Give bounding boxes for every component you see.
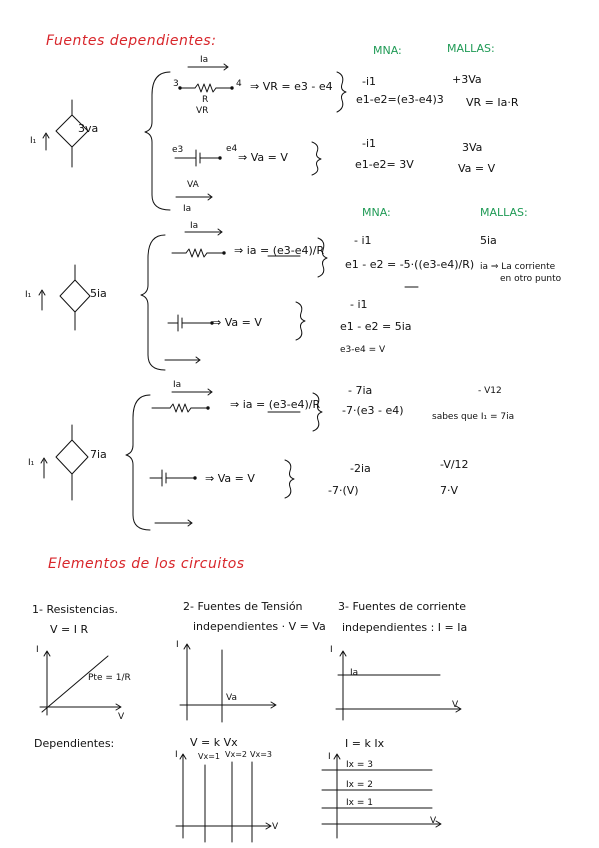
graph-dependent-voltage xyxy=(175,753,272,843)
r2-equation: ⇒ ia = (e3-e4)/R xyxy=(234,244,325,257)
elem1-axis-v: V xyxy=(118,712,125,722)
b2-mna-v-2: e1 - e2 = 5ia xyxy=(340,320,412,333)
dep-i-label-2: Ix = 2 xyxy=(346,780,373,790)
graph-current-source xyxy=(335,650,462,721)
section-title-circuit-elements: Elementos de los circuitos xyxy=(48,556,245,572)
dep-i-axis-v: V xyxy=(430,816,437,826)
source-1-value: 3va xyxy=(78,122,99,135)
brace-2 xyxy=(140,234,166,371)
vsource-3 xyxy=(149,469,197,527)
elem1-axis-i: I xyxy=(36,645,39,655)
dep-v-label-2: Vx=2 xyxy=(225,750,247,759)
b3-mallas-r-1: - V12 xyxy=(478,386,502,396)
v1-equation: ⇒ Va = V xyxy=(238,151,288,164)
dep-i-axis-i: I xyxy=(328,752,331,762)
source-3-current: I₁ xyxy=(28,458,35,468)
v1-node-left: e3 xyxy=(172,145,184,155)
elem3-axis-v: V xyxy=(452,700,459,710)
r3-current-label: Ia xyxy=(173,380,182,390)
b3-mna-r-2: -7·(e3 - e4) xyxy=(342,404,404,417)
elem3-mark: Ia xyxy=(350,668,359,678)
resistor-1 xyxy=(178,63,234,93)
elem2-subtitle: independientes · V = Va xyxy=(193,620,326,633)
b2-mna-v-3: e3-e4 = V xyxy=(340,345,386,355)
r1-equation: ⇒ VR = e3 - e4 xyxy=(250,80,333,93)
dependent-source-1 xyxy=(42,99,89,168)
b2-mallas-r-1: 5ia xyxy=(480,234,497,247)
dep-i-equation: I = k Ix xyxy=(345,737,385,750)
b3-mna-v-1: -2ia xyxy=(350,462,371,475)
elem3-subtitle: independientes : I = Ia xyxy=(342,621,468,634)
b1-mallas-v-1: 3Va xyxy=(462,141,483,154)
graph-dependent-current xyxy=(321,753,442,839)
b3-mna-r-1: - 7ia xyxy=(348,384,373,397)
b2-mallas-r-3: en otro punto xyxy=(500,274,562,284)
brace-1 xyxy=(144,71,171,211)
dependent-source-2 xyxy=(38,264,91,331)
b2-mna-v-1: - i1 xyxy=(350,298,368,311)
dep-v-equation: V = k Vx xyxy=(190,736,238,749)
dep-v-axis-i: I xyxy=(175,750,178,760)
mna-header-2: MNA: xyxy=(362,206,391,219)
b1-mna-v-1: -i1 xyxy=(362,137,377,150)
vsource-2 xyxy=(164,286,419,364)
b1-mna-v-2: e1-e2= 3V xyxy=(355,158,414,171)
b1-mallas-r-2: VR = Ia·R xyxy=(466,96,519,109)
b3-mallas-v-1: -V/12 xyxy=(440,458,469,471)
source-3-value: 7ia xyxy=(90,448,107,461)
r1-node-right: 4 xyxy=(236,79,242,89)
mallas-header: MALLAS: xyxy=(447,42,495,55)
resistor-2 xyxy=(171,228,301,258)
b2-mna-r-1: - i1 xyxy=(354,234,372,247)
b1-mna-r-1: -i1 xyxy=(362,75,377,88)
elem1-slope: Pte = 1/R xyxy=(88,673,131,683)
mallas-header-2: MALLAS: xyxy=(480,206,528,219)
v1-voltage: VA xyxy=(187,180,199,190)
elem1-title: 1- Resistencias. xyxy=(32,603,119,616)
r3-equation: ⇒ ia = (e3-e4)/R xyxy=(230,398,321,411)
dep-i-label-3: Ix = 1 xyxy=(346,798,373,808)
b1-mallas-v-2: Va = V xyxy=(458,162,496,175)
b2-mna-r-2: e1 - e2 = -5·((e3-e4)/R) xyxy=(345,258,475,271)
elem2-mark: Va xyxy=(226,693,237,703)
resistor-3 xyxy=(151,388,301,413)
b3-mallas-v-2: 7·V xyxy=(440,484,459,497)
r1-current-label: Ia xyxy=(200,55,209,65)
r2-current-label: Ia xyxy=(190,221,199,231)
section-title-dependent-sources: Fuentes dependientes: xyxy=(46,33,217,49)
graph-resistor xyxy=(39,650,122,716)
elem1-equation: V = I R xyxy=(50,623,89,636)
b3-mallas-r-2: sabes que I₁ = 7ia xyxy=(432,412,515,422)
dependientes-label: Dependientes: xyxy=(34,737,115,750)
graph-voltage-source xyxy=(179,643,277,723)
r1-voltage: VR xyxy=(196,106,209,116)
elem2-axis-i: I xyxy=(176,640,179,650)
dep-v-label-3: Vx=3 xyxy=(250,750,272,759)
b3-mna-v-2: -7·(V) xyxy=(328,484,359,497)
dependent-source-3 xyxy=(40,424,89,501)
vsource-1 xyxy=(174,149,222,201)
dep-v-axis-v: V xyxy=(272,822,279,832)
source-1-current: I₁ xyxy=(30,136,37,146)
brace-3 xyxy=(125,394,151,531)
mna-header: MNA: xyxy=(373,44,402,57)
v2-equation: ⇒ Va = V xyxy=(212,316,262,329)
elem3-title: 3- Fuentes de corriente xyxy=(338,600,466,613)
r1-node-left: 3 xyxy=(173,79,179,89)
v1-node-right: e4 xyxy=(226,144,238,154)
b1-mna-r-2: e1-e2=(e3-e4)3 xyxy=(356,93,444,106)
source-2-value: 5ia xyxy=(90,287,107,300)
source-2-current: I₁ xyxy=(25,290,32,300)
elem2-title: 2- Fuentes de Tensión xyxy=(183,600,303,613)
elem3-axis-i: I xyxy=(330,645,333,655)
v3-equation: ⇒ Va = V xyxy=(205,472,255,485)
dep-v-label-1: Vx=1 xyxy=(198,752,220,761)
r1-label: R xyxy=(202,95,209,105)
dep-i-label-1: Ix = 3 xyxy=(346,760,373,770)
v1-current: Ia xyxy=(183,204,192,214)
b2-mallas-r-2: ia ⇒ La corriente xyxy=(480,262,556,272)
b1-mallas-r-1: +3Va xyxy=(452,73,482,86)
